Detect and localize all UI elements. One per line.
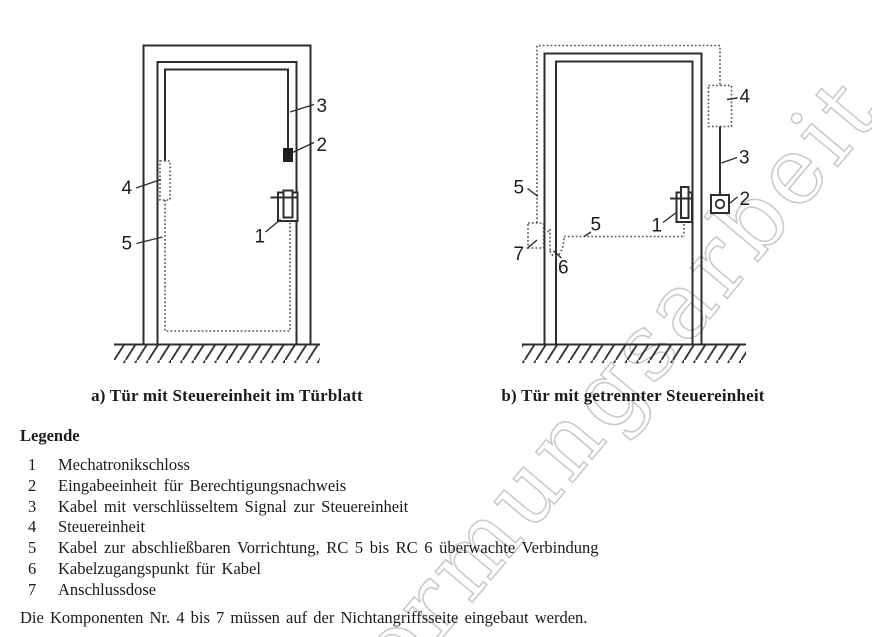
legend-item-7: 7 Anschlussdose: [20, 580, 700, 601]
callout-7-b: 7: [514, 244, 525, 265]
door-leaf-b: [555, 60, 694, 344]
ground-hatch-a: [114, 345, 320, 363]
figure-a: 3 2 4 5 1: [114, 44, 328, 363]
leader-4-b: [726, 97, 738, 101]
figure-b: 4 3 2 1 5 5 6 7: [514, 44, 751, 363]
legend-note: Die Komponenten Nr. 4 bis 7 müssen auf d…: [20, 607, 588, 627]
leader-6-b: [553, 250, 562, 259]
leader-2-b: [729, 196, 738, 204]
legend-item-text: Eingabeeinheit für Berechtigungsnachweis: [58, 475, 347, 495]
leader-4-a: [135, 178, 162, 189]
callout-5-a: 5: [122, 234, 133, 255]
legend-item-number: 1: [28, 455, 37, 474]
callout-1-a: 1: [255, 227, 266, 248]
legend-item-2: 2 Eingabeeinheit für Berechtigungsnachwe…: [20, 476, 700, 497]
callout-6-b: 6: [558, 258, 569, 279]
input-unit-a: [283, 148, 293, 162]
leader-7-b: [526, 239, 538, 250]
legend-rows: 1 Mechatronikschloss 2 Eingabeeinheit fü…: [20, 455, 700, 601]
legend-item-text: Anschlussdose: [58, 579, 157, 599]
figure-diagrams: 3 2 4 5 1: [114, 44, 751, 363]
door-frame-a: [142, 44, 312, 344]
callout-4-a: 4: [122, 178, 133, 199]
callout-3-b: 3: [739, 148, 750, 169]
legend-item-number: 2: [28, 475, 37, 495]
leader-1-a: [265, 218, 281, 233]
leader-5-mid-b: [583, 231, 592, 238]
callout-2-a: 2: [317, 135, 328, 156]
legend-item-number: 4: [28, 517, 37, 537]
leader-1-b: [662, 211, 678, 224]
callout-5-mid-b: 5: [591, 215, 602, 236]
leader-5-a: [136, 236, 163, 245]
leader-3-b: [721, 156, 738, 164]
legend-item-4: 4 Steuereinheit: [20, 517, 700, 538]
figure-a-caption: a) Tür mit Steuereinheit im Türblatt: [91, 386, 363, 405]
door-frame-b: [543, 52, 703, 344]
legend-item-number: 7: [28, 579, 37, 599]
lock-b: [670, 186, 693, 223]
legend-item-number: 5: [28, 538, 37, 558]
cable-access-curve-b: [549, 236, 565, 257]
cable-signal-a: [164, 68, 289, 161]
legend-item-6: 6 Kabelzugangspunkt für Kabel: [20, 559, 700, 580]
lock-faceplate-a: [282, 189, 294, 219]
callout-3-a: 3: [317, 96, 328, 117]
junction-box-b: [527, 222, 545, 249]
reader-circle-b: [714, 198, 726, 210]
figure-b-caption: b) Tür mit getrennter Steuereinheit: [501, 386, 765, 405]
callout-2-b: 2: [740, 189, 751, 210]
legend-item-number: 3: [28, 496, 37, 516]
lock-a: [270, 189, 299, 222]
legend-title: Legende: [20, 426, 80, 445]
lock-faceplate-b: [680, 186, 690, 219]
leader-2-a: [292, 141, 315, 154]
legend-item-number: 6: [28, 558, 37, 578]
input-unit-b: [710, 194, 730, 214]
cable-lock-a: [164, 200, 291, 332]
ground-hatch-b: [522, 345, 746, 363]
legend: Legende 1 Mechatronikschloss 2 Eingabeei…: [20, 426, 700, 628]
callout-4-b: 4: [740, 87, 751, 108]
legend-item-1: 1 Mechatronikschloss: [20, 455, 700, 476]
legend-item-5: 5 Kabel zur abschließbaren Vorrichtung, …: [20, 538, 700, 559]
legend-item-text: Mechatronikschloss: [58, 455, 190, 474]
reader-box-b: [710, 194, 730, 214]
door-leaf-a: [156, 61, 298, 344]
callout-1-b: 1: [652, 216, 663, 237]
control-unit-b: [707, 84, 733, 128]
callout-5-left-b: 5: [514, 178, 525, 199]
leader-3-a: [289, 103, 315, 113]
legend-item-text: Kabelzugangspunkt für Kabel: [58, 558, 261, 578]
legend-item-text: Steuereinheit: [58, 517, 146, 537]
control-unit-a: [159, 160, 171, 201]
leader-5-left-b: [527, 187, 539, 198]
legend-item-3: 3 Kabel mit verschlüsseltem Signal zur S…: [20, 497, 700, 518]
legend-item-text: Kabel zur abschließbaren Vorrichtung, RC…: [58, 538, 599, 558]
legend-item-text: Kabel mit verschlüsseltem Signal zur Ste…: [58, 496, 409, 516]
